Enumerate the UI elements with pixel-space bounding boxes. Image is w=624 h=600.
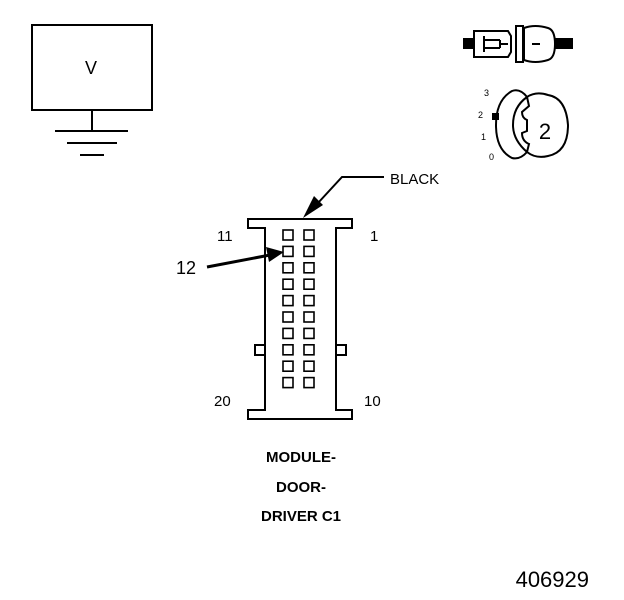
pin-cavity — [303, 376, 315, 389]
ignition-position-2: 2 — [478, 110, 483, 120]
pin-cavity — [282, 294, 294, 307]
color-callout: BLACK — [303, 171, 439, 218]
pointer-pin-label: 12 — [176, 258, 196, 278]
pin-grid — [282, 229, 315, 389]
pin-cavity — [303, 245, 315, 258]
pin-cavity — [303, 278, 315, 291]
ignition-selected-position: 2 — [539, 119, 551, 144]
pin-cavity — [303, 360, 315, 373]
connector-name-line-3: DRIVER C1 — [261, 508, 341, 525]
pin-label-top-left: 11 — [217, 228, 233, 245]
pin-cavity — [282, 261, 294, 274]
pin-cavity — [282, 311, 294, 323]
pin-cavity — [282, 229, 294, 241]
voltmeter-label: V — [85, 58, 97, 78]
pin-pointer: 12 — [176, 247, 284, 278]
figure-number: 406929 — [516, 567, 589, 592]
pin-label-bottom-left: 20 — [214, 393, 231, 410]
pin-cavity — [282, 278, 294, 291]
pin-cavity — [282, 245, 294, 258]
pin-cavity — [282, 360, 294, 373]
pin-cavity — [282, 376, 294, 389]
connector-probe-icon — [463, 25, 573, 63]
pin-label-top-right: 1 — [370, 228, 378, 245]
ignition-position-3: 3 — [484, 88, 489, 98]
pin-cavity — [303, 327, 315, 340]
voltmeter-symbol: V — [31, 24, 153, 156]
ignition-position-0: 0 — [489, 152, 494, 162]
pin-cavity — [303, 311, 315, 323]
pin-label-bottom-right: 10 — [364, 393, 381, 410]
connector-body — [247, 218, 353, 420]
ignition-position-1: 1 — [481, 132, 486, 142]
pin-cavity — [282, 327, 294, 340]
pin-cavity — [303, 229, 315, 241]
pin-cavity — [303, 343, 315, 356]
connector-name-line-2: DOOR- — [276, 479, 326, 496]
pin-cavity — [303, 261, 315, 274]
connector-color-label: BLACK — [390, 171, 439, 188]
pin-cavity — [282, 343, 294, 356]
pin-cavity — [303, 294, 315, 307]
connector-name-line-1: MODULE- — [266, 449, 336, 466]
ground-icon — [55, 110, 128, 156]
ignition-switch-icon: 3 2 1 0 2 — [478, 88, 570, 162]
